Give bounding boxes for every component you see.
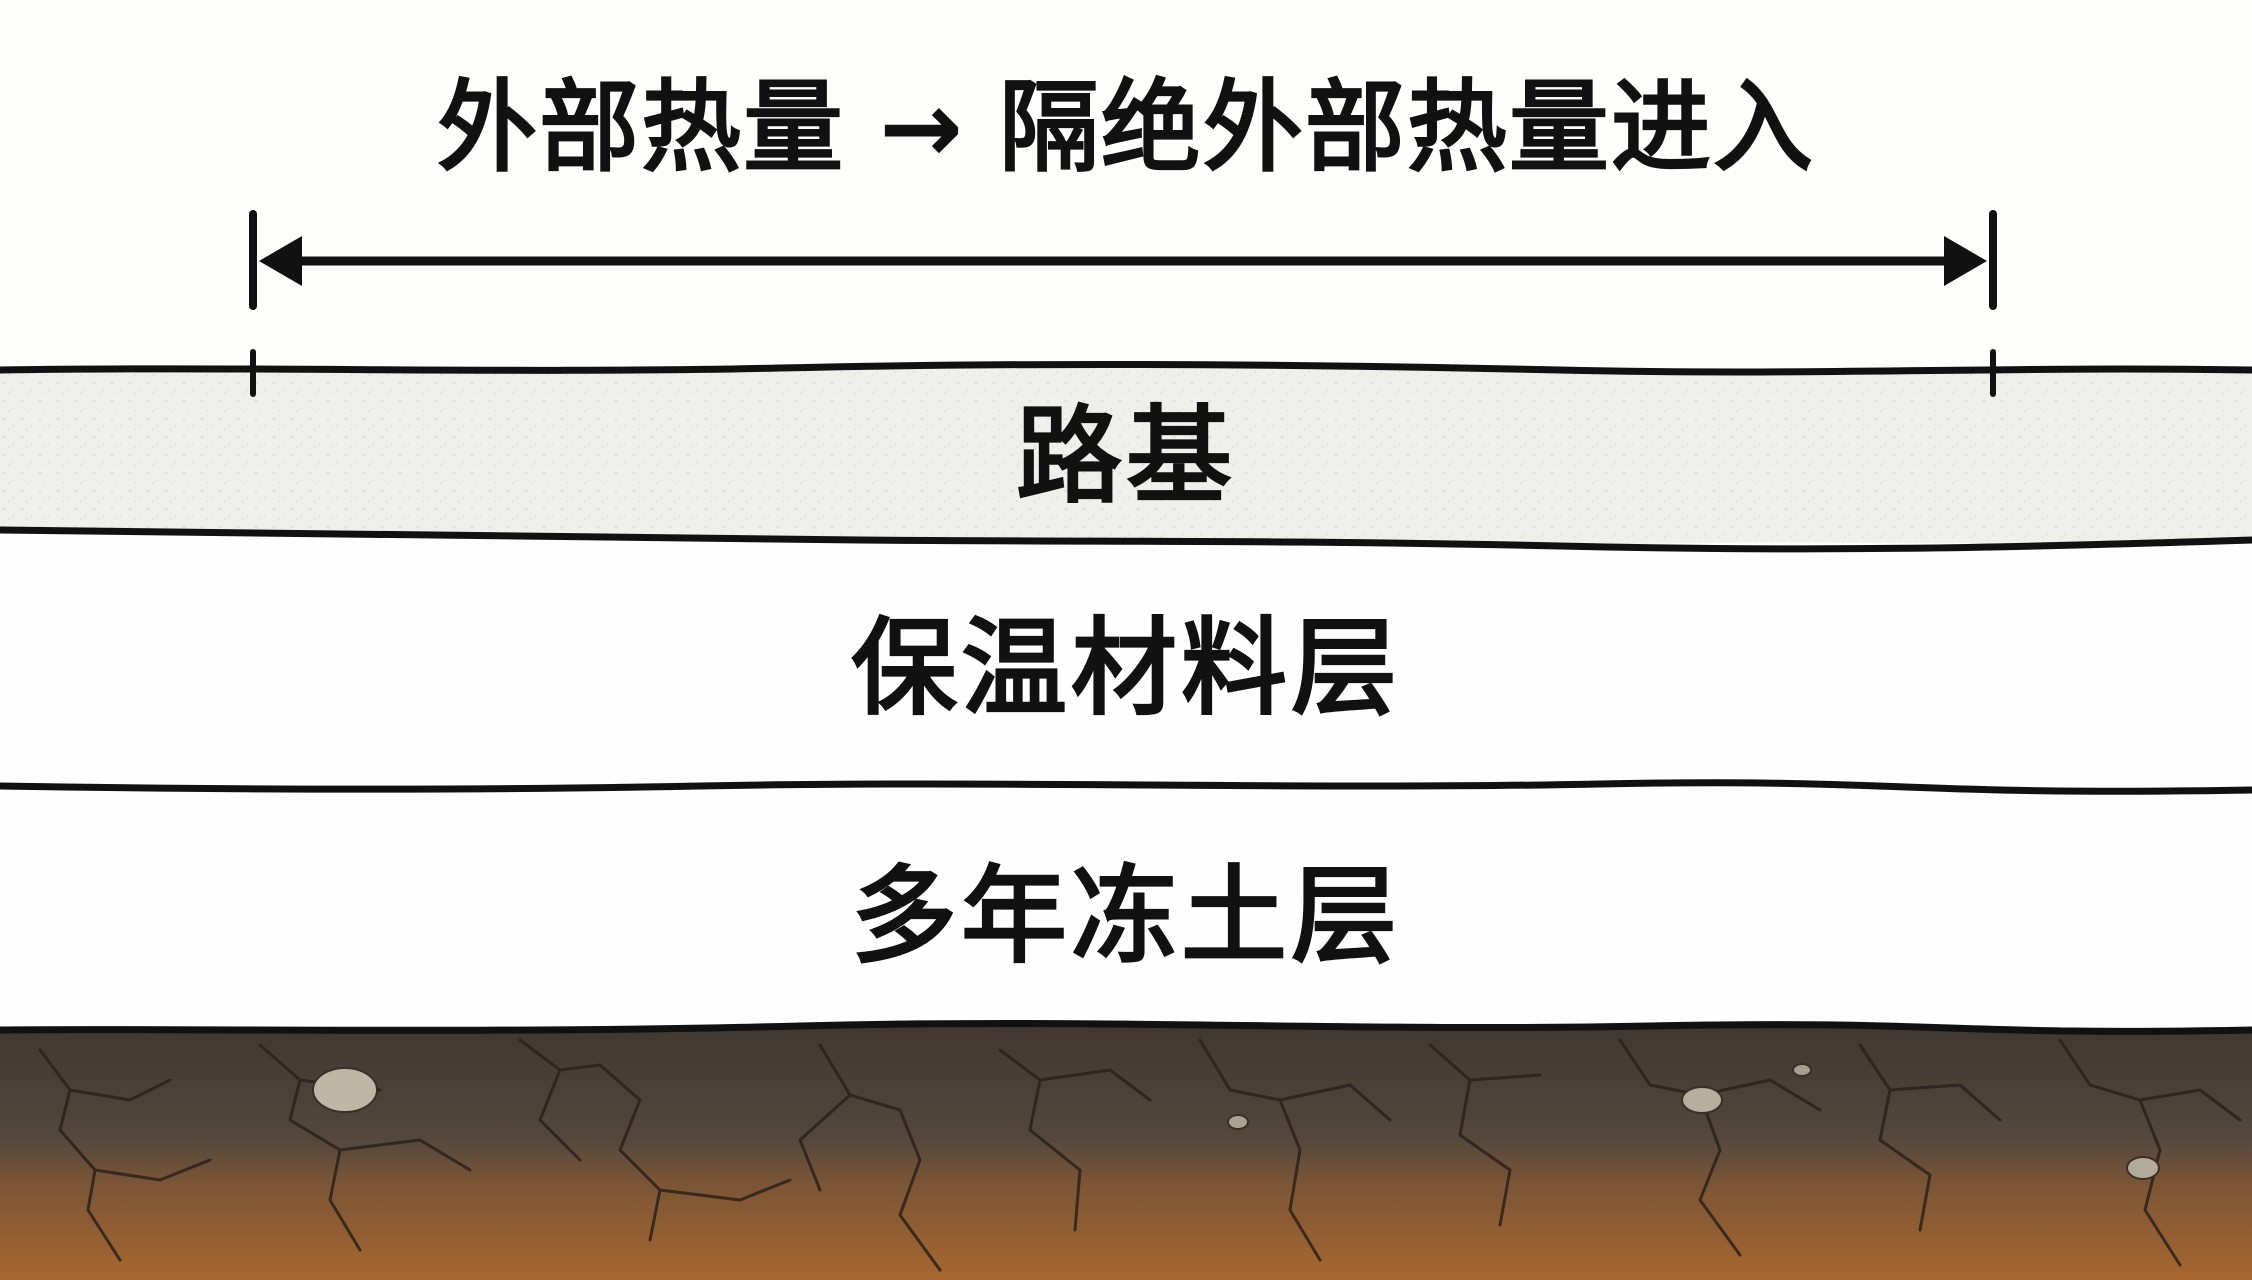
layer-boundaries: [0, 360, 2252, 1035]
diagram-title: 外部热量 → 隔绝外部热量进入: [0, 58, 2252, 198]
double-headed-arrow-icon: [249, 210, 1997, 397]
soil-ground: [0, 1023, 2252, 1280]
insulation-layer: [0, 530, 2252, 794]
subgrade-layer: [0, 364, 2252, 549]
arrow-right-head: [1944, 236, 1987, 286]
soil-pebbles: [312, 1063, 2160, 1180]
permafrost-layer: [0, 782, 2252, 1037]
subgrade-top-boundary: [0, 360, 2252, 376]
subgrade-bottom-boundary: [0, 526, 2252, 553]
insulation-label: 保温材料层: [851, 607, 1401, 730]
arrow-left-head: [259, 236, 302, 286]
permafrost-bottom-boundary: [0, 1019, 2252, 1035]
right-arrow-icon: →: [879, 69, 965, 186]
title-left-text: 外部热量: [437, 69, 846, 186]
subgrade-label: 路基: [1016, 395, 1236, 518]
permafrost-label: 多年冻土层: [851, 855, 1401, 978]
title-right-text: 隔绝外部热量进入: [998, 69, 1815, 186]
insulation-bottom-boundary: [0, 779, 2252, 795]
